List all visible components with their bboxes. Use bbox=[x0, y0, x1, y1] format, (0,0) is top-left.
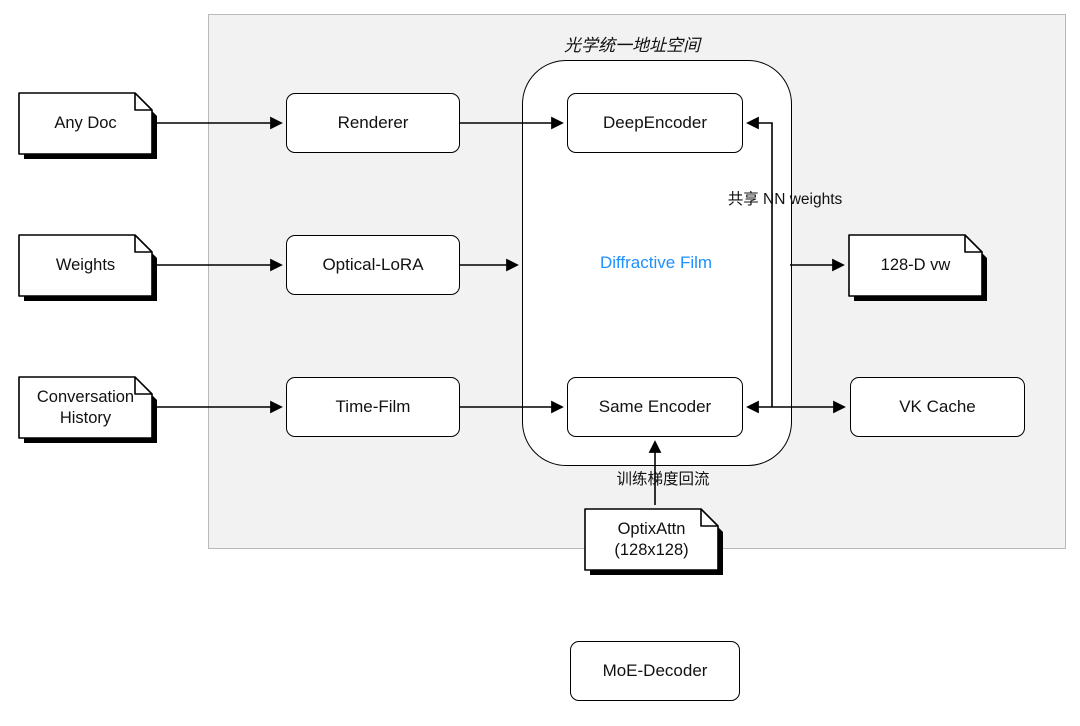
node-time-film: Time-Film bbox=[286, 377, 460, 437]
node-label: MoE-Decoder bbox=[602, 661, 708, 680]
training-gradient-backflow-label: 训练梯度回流 bbox=[616, 471, 710, 488]
node-optical-lora: Optical-LoRA bbox=[286, 235, 460, 295]
node-vk-cache: VK Cache bbox=[850, 377, 1025, 437]
node-optix-attn: OptixAttn (128x128) bbox=[584, 508, 728, 576]
node-label: 128-D vw bbox=[849, 235, 982, 296]
document-shape-icon bbox=[584, 508, 723, 575]
label-line: OptixAttn bbox=[617, 519, 686, 538]
label-line: (128x128) bbox=[614, 540, 689, 559]
node-label: VK Cache bbox=[899, 397, 976, 416]
node-moe-decoder: MoE-Decoder bbox=[570, 641, 740, 701]
node-label: Time-Film bbox=[335, 397, 411, 416]
optical-address-space-title: 光学统一地址空间 bbox=[564, 36, 700, 55]
node-label: Same Encoder bbox=[598, 397, 712, 416]
node-label: Renderer bbox=[337, 113, 409, 132]
document-shape-icon bbox=[18, 92, 157, 159]
shared-nn-weights-label: 共享 NN weights bbox=[727, 191, 843, 208]
node-diffractive-film: Diffractive Film bbox=[599, 253, 713, 272]
node-label: Optical-LoRA bbox=[322, 255, 424, 274]
node-renderer: Renderer bbox=[286, 93, 460, 153]
node-conversation-history: Conversation History bbox=[18, 376, 162, 444]
node-label: Any Doc bbox=[19, 93, 152, 154]
label-line: History bbox=[59, 408, 112, 427]
node-label: DeepEncoder bbox=[603, 113, 707, 132]
node-deep-encoder: DeepEncoder bbox=[567, 93, 743, 153]
label-line: 128-D vw bbox=[880, 256, 951, 275]
node-any-doc: Any Doc bbox=[18, 92, 162, 160]
document-shape-icon bbox=[18, 376, 157, 443]
node-label: Conversation History bbox=[19, 377, 152, 438]
node-same-encoder: Same Encoder bbox=[567, 377, 743, 437]
label-line: Conversation bbox=[36, 387, 135, 406]
node-128d-vw: 128-D vw bbox=[848, 234, 992, 302]
document-shape-icon bbox=[848, 234, 987, 301]
node-label: OptixAttn (128x128) bbox=[585, 509, 718, 570]
label-line: Weights bbox=[55, 256, 116, 275]
node-label: Weights bbox=[19, 235, 152, 296]
node-weights: Weights bbox=[18, 234, 162, 302]
label-line: Any Doc bbox=[54, 114, 117, 133]
document-shape-icon bbox=[18, 234, 157, 301]
